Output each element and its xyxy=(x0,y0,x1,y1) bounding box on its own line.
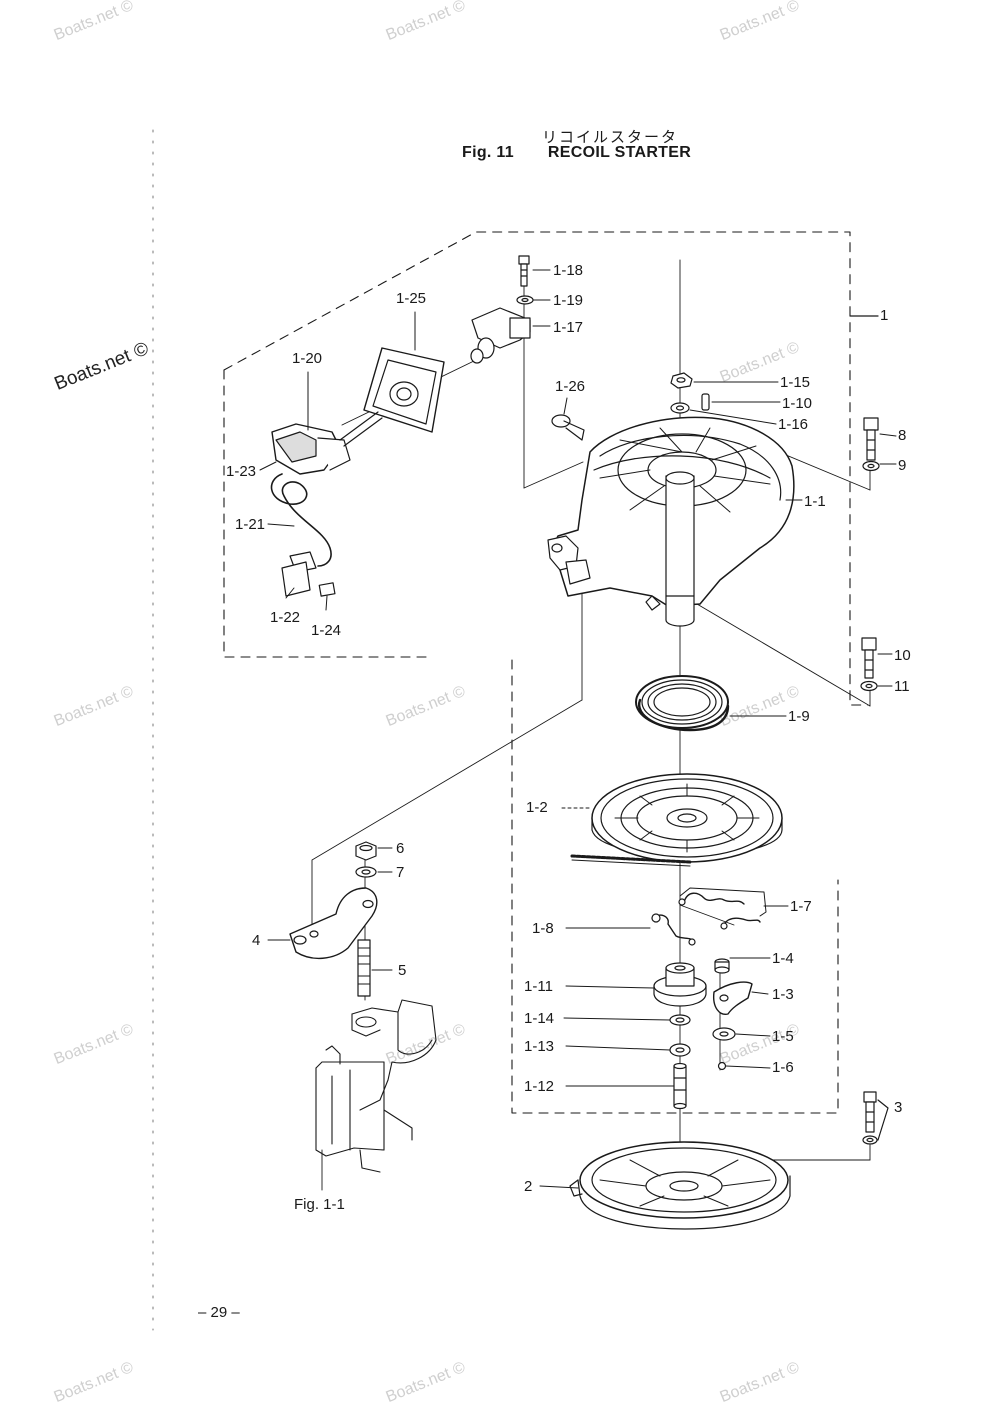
assembly-boundary xyxy=(223,231,869,1114)
callout-1-2: 1-2 xyxy=(526,799,548,816)
bolt-3 xyxy=(863,1091,877,1133)
reel-1-2 xyxy=(570,773,783,867)
washer-1-19-hole xyxy=(521,297,529,303)
callout-1-9: 1-9 xyxy=(788,708,810,725)
bolt-10 xyxy=(861,637,877,679)
title-japanese: リコイルスタータ xyxy=(542,128,679,146)
collar-1-4 xyxy=(714,958,730,974)
callout-1-6: 1-6 xyxy=(772,1059,794,1076)
callout-1-3: 1-3 xyxy=(772,986,794,1003)
pin-1-26 xyxy=(551,414,585,441)
callout-6: 6 xyxy=(396,840,405,857)
bolt-8 xyxy=(863,417,879,461)
boot-1-25 xyxy=(363,347,445,433)
page-number: – 29 – xyxy=(198,1304,240,1321)
callout-1-20: 1-20 xyxy=(292,350,323,367)
callout-10: 10 xyxy=(894,647,911,664)
cover-2 xyxy=(569,1141,791,1230)
callout-3: 3 xyxy=(894,1099,903,1116)
washer-1-5 xyxy=(712,1027,736,1041)
case-1-1 xyxy=(547,416,795,627)
clip-1-6 xyxy=(717,1061,727,1071)
washer-1-14 xyxy=(669,1014,691,1026)
washer-7 xyxy=(355,866,377,878)
washer-11 xyxy=(860,680,878,692)
leader-lines xyxy=(259,269,897,1189)
callout-1-17: 1-17 xyxy=(553,319,584,336)
figure-number: Fig. 11 xyxy=(462,144,514,161)
washer-1-13 xyxy=(669,1043,691,1057)
nut-1-15 xyxy=(670,372,693,389)
callout-1-16: 1-16 xyxy=(778,416,809,433)
callout-1-5: 1-5 xyxy=(772,1028,794,1045)
callout-5: 5 xyxy=(398,962,407,979)
callout-1: 1 xyxy=(880,307,889,324)
guide-1-8 xyxy=(651,913,696,946)
callout-1-1: 1-1 xyxy=(804,493,826,510)
leader-3-bracket xyxy=(877,1099,889,1141)
callout-9: 9 xyxy=(898,457,907,474)
callout-1-14: 1-14 xyxy=(524,1010,555,1027)
callout-7: 7 xyxy=(396,864,405,881)
engine-casting-fig-1-1 xyxy=(315,999,437,1191)
bolt-1-18 xyxy=(518,255,530,287)
callout-1-10: 1-10 xyxy=(782,395,813,412)
bracket-1-17 xyxy=(470,307,531,364)
bracket-4 xyxy=(289,887,378,959)
callout-4: 4 xyxy=(252,932,261,949)
stud-5 xyxy=(357,939,371,997)
callout-8: 8 xyxy=(898,427,907,444)
nut-6 xyxy=(355,841,377,861)
clip-1-22 xyxy=(281,551,317,597)
bolt-1-12 xyxy=(673,1062,687,1110)
callout-1-26: 1-26 xyxy=(555,378,586,395)
callout-1-11: 1-11 xyxy=(524,978,553,995)
callout-11: 11 xyxy=(894,678,910,695)
washer-3 xyxy=(862,1135,878,1145)
washer-9 xyxy=(862,460,880,472)
callout-1-15: 1-15 xyxy=(780,374,811,391)
page-title: Fig. 11 RECOIL STARTER xyxy=(462,144,725,162)
figure-name: RECOIL STARTER xyxy=(547,144,692,161)
ratchet-1-3 xyxy=(713,981,753,1015)
callout-1-13: 1-13 xyxy=(524,1038,555,1055)
rope-1-21 xyxy=(270,473,332,567)
callout-1-24: 1-24 xyxy=(311,622,342,639)
handle-1-20 xyxy=(271,411,383,475)
callout-1-23: 1-23 xyxy=(226,463,257,480)
callout-1-18: 1-18 xyxy=(553,262,584,279)
callout-2: 2 xyxy=(524,1178,533,1195)
washer-1-19 xyxy=(516,295,534,305)
callout-1-7: 1-7 xyxy=(790,898,812,915)
callout-1-12: 1-12 xyxy=(524,1078,555,1095)
figure-reference: Fig. 1-1 xyxy=(294,1196,345,1213)
callout-1-19: 1-19 xyxy=(553,292,584,309)
washer-1-16 xyxy=(670,402,690,414)
callout-1-21: 1-21 xyxy=(235,516,266,533)
pin-1-10 xyxy=(701,393,710,411)
pulley-1-11 xyxy=(653,962,707,1007)
callout-1-4: 1-4 xyxy=(772,950,794,967)
callout-1-8: 1-8 xyxy=(532,920,554,937)
callout-1-22: 1-22 xyxy=(270,609,301,626)
callout-1-25: 1-25 xyxy=(396,290,427,307)
spring-1-9 xyxy=(635,675,730,732)
tag-1-24 xyxy=(318,582,336,597)
springs-1-7 xyxy=(678,892,761,930)
